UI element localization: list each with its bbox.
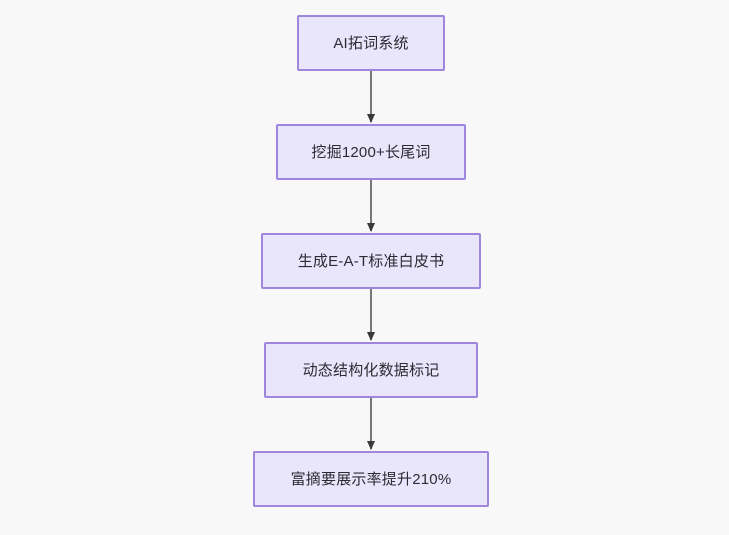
node-label: 富摘要展示率提升210% [290, 470, 452, 488]
node-label: 挖掘1200+长尾词 [311, 143, 431, 161]
flowchart-node-generate-eat-whitepaper[interactable]: 生成E-A-T标准白皮书 [261, 233, 481, 289]
node-label: 动态结构化数据标记 [302, 361, 440, 379]
node-label: AI拓词系统 [333, 34, 409, 52]
flowchart-node-rich-snippet-rate-increase[interactable]: 富摘要展示率提升210% [253, 451, 489, 507]
flowchart-node-mine-longtail-keywords[interactable]: 挖掘1200+长尾词 [276, 124, 466, 180]
node-label: 生成E-A-T标准白皮书 [297, 252, 445, 270]
flowchart-node-ai-keyword-system[interactable]: AI拓词系统 [297, 15, 445, 71]
flowchart-node-dynamic-structured-data-markup[interactable]: 动态结构化数据标记 [264, 342, 478, 398]
